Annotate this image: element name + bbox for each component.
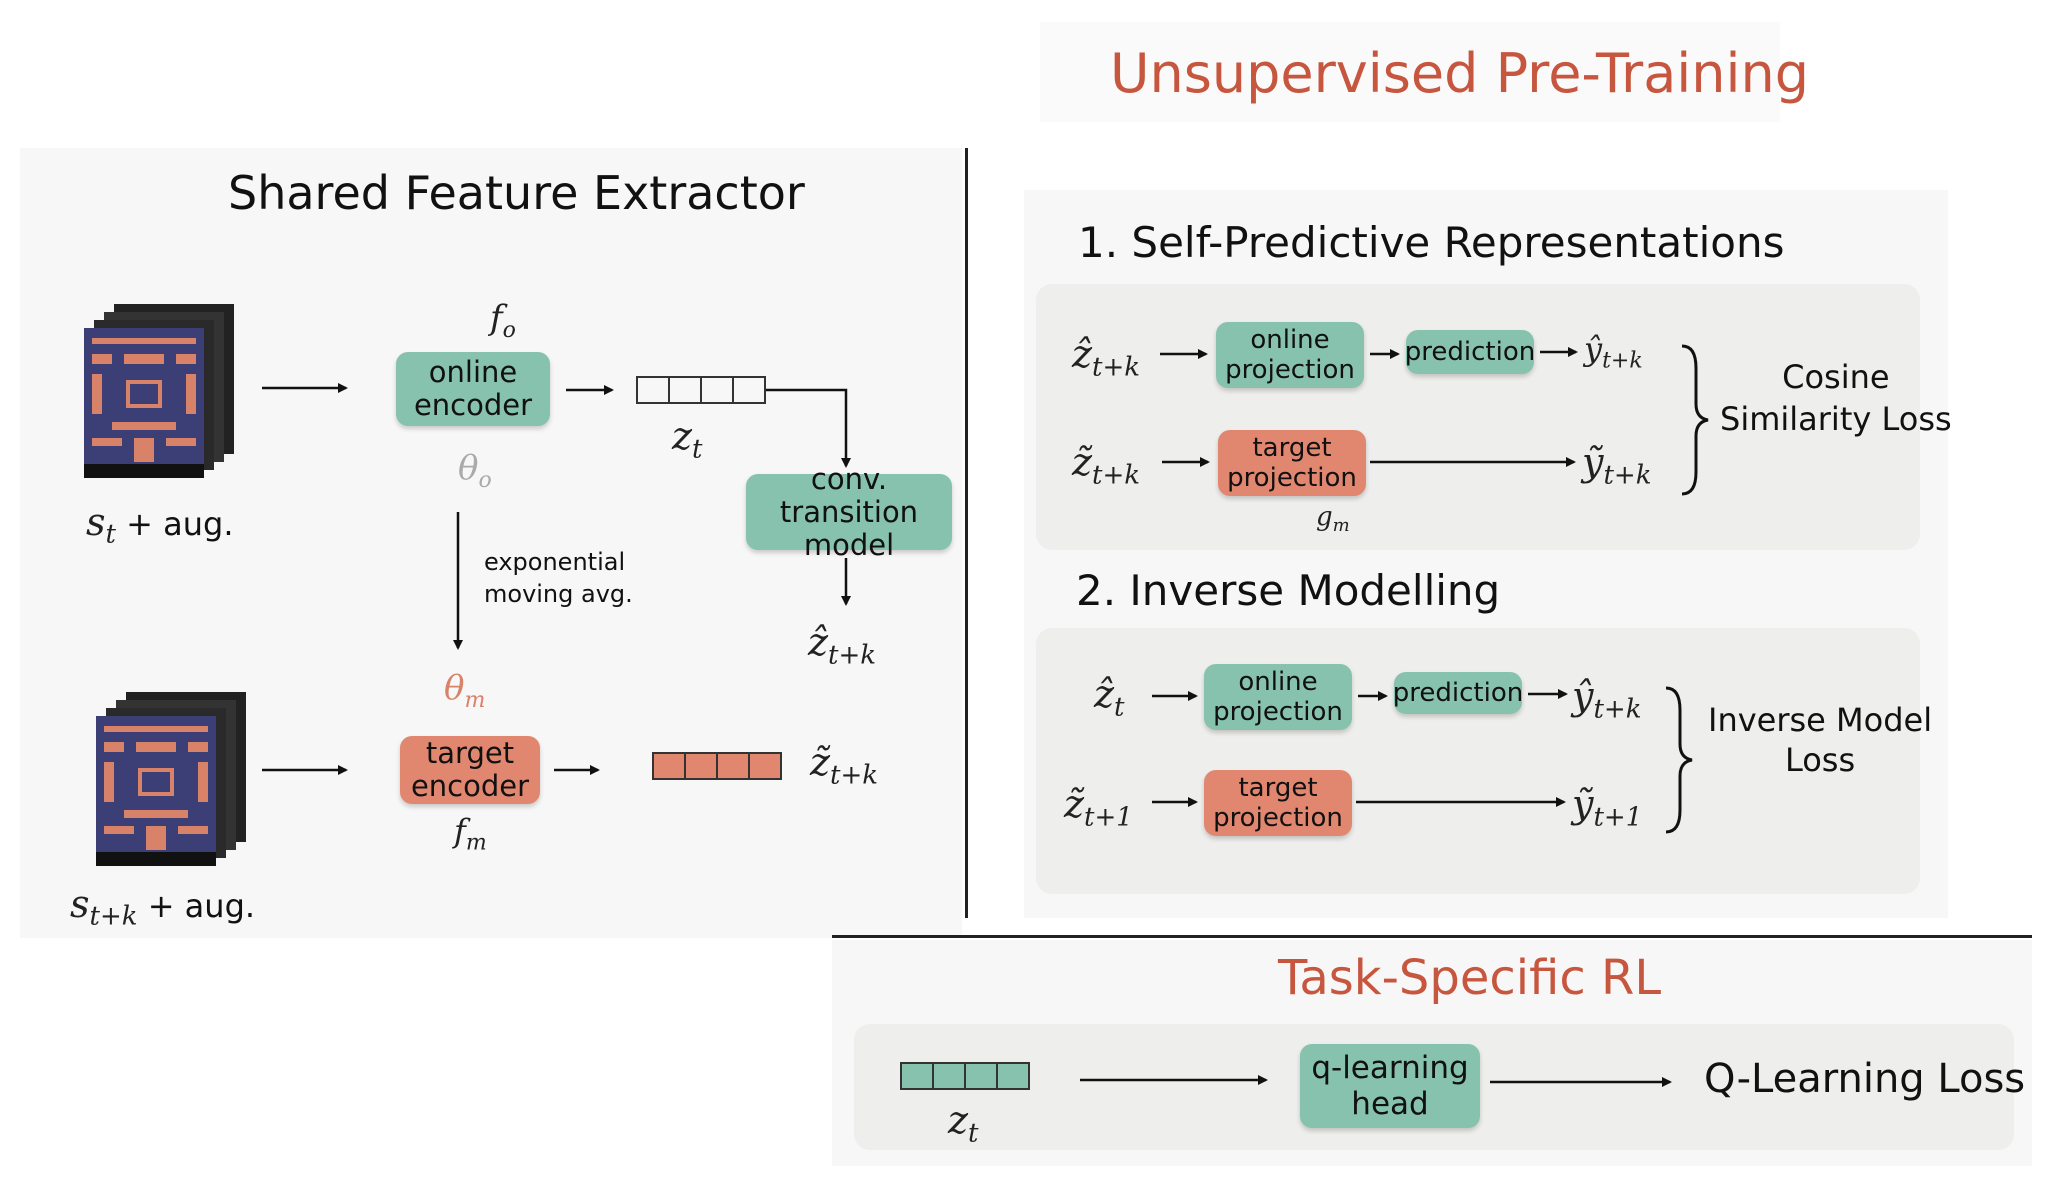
rl-divider [832,935,2032,938]
state-t-suffix: + aug. [115,505,234,543]
inverse-online-projection: online projection [1204,664,1352,730]
spr-output-bottom-subscript: t+k [1603,460,1652,491]
inverse-output-bottom: ỹt+1 [1572,782,1642,833]
inverse-input-top-subscript: t [1114,692,1125,723]
ema-label: exponential moving avg. [484,548,633,608]
pretraining-title: Unsupervised Pre-Training [1110,42,1810,105]
spr-output-bottom-symbol: ỹ [1582,440,1604,484]
spr-input-top-symbol: ẑ [1072,332,1093,376]
spr-loss-label: Cosine Similarity Loss [1720,358,1952,438]
inverse-loss-label: Inverse Model Loss [1708,701,1933,779]
arrow-z-to-transition [766,388,851,468]
z-tilde-tk-subscript: t+k [830,760,879,791]
latent-vector-online [636,376,766,404]
inverse-input-top-symbol: ẑ [1094,672,1115,716]
f-o-symbol: f [490,298,503,338]
inverse-input-top: ẑt [1094,672,1124,723]
latent-vector-target [652,752,782,780]
z-tilde-tk-symbol: z̃ [810,740,831,784]
divider-vertical [965,148,968,918]
z-t-label: zt [672,414,702,465]
spr-output-top-subscript: t+k [1602,348,1643,374]
spr-output-top: ŷt+k [1584,330,1643,373]
spr-input-bottom-subscript: t+k [1092,460,1141,491]
spr-g-m-symbol: g [1316,502,1333,532]
z-hat-tk-label: ẑt+k [808,620,876,671]
game-frame-stack-top [84,304,244,488]
inverse-output-top-symbol: ŷ [1572,674,1594,718]
spr-input-bottom: z̃t+k [1072,440,1140,491]
theta-m-subscript: m [464,687,486,713]
inverse-output-top: ŷt+k [1572,674,1641,725]
inverse-input-bottom: z̃t+1 [1064,782,1133,833]
theta-m-symbol: θ [444,668,465,708]
f-m-label: fm [454,812,487,855]
inverse-title: 2. Inverse Modelling [1076,566,1501,615]
theta-o-subscript: o [478,467,492,493]
q-learning-head-box: q-learning head [1300,1044,1480,1128]
inverse-input-bottom-symbol: z̃ [1064,782,1085,826]
state-tk-subscript: t+k [89,901,138,932]
spr-output-bottom: ỹt+k [1582,440,1651,491]
z-hat-tk-subscript: t+k [828,640,877,671]
spr-output-top-symbol: ŷ [1584,330,1603,368]
spr-brace [1681,344,1709,496]
state-tk-symbol: s [70,882,90,926]
f-o-subscript: o [502,317,516,343]
rl-latent-vector [900,1062,1030,1090]
state-tk-label: st+k + aug. [70,882,255,931]
theta-o-label: θo [458,448,492,493]
game-frame-stack-bottom [96,692,256,876]
spr-g-m-subscript: m [1332,515,1350,537]
inverse-output-bottom-symbol: ỹ [1572,782,1594,826]
spr-title: 1. Self-Predictive Representations [1078,218,1785,267]
extractor-title: Shared Feature Extractor [228,166,805,220]
spr-target-projection: target projection [1218,430,1366,496]
f-m-symbol: f [454,812,466,850]
target-encoder-box: target encoder [400,736,540,804]
f-m-subscript: m [465,830,487,856]
state-t-subscript: t [105,519,116,550]
state-t-symbol: s [86,500,106,544]
spr-prediction: prediction [1405,330,1535,374]
spr-box [1036,284,1920,550]
z-tilde-tk-label: z̃t+k [810,740,878,791]
state-tk-suffix: + aug. [137,887,256,925]
inverse-input-bottom-subscript: t+1 [1084,802,1133,833]
z-hat-tk-symbol: ẑ [808,620,829,664]
inverse-brace [1665,686,1693,834]
theta-m-label: θm [444,668,485,713]
rl-z-t-subscript: t [968,1118,979,1149]
inverse-output-top-subscript: t+k [1593,694,1642,725]
state-t-label: st + aug. [86,500,234,549]
inverse-prediction: prediction [1393,672,1523,714]
rl-z-t-label: zt [948,1098,978,1149]
online-encoder-box: online encoder [396,352,550,426]
q-learning-loss-label: Q-Learning Loss [1704,1056,2026,1102]
f-o-label: fo [490,298,516,343]
spr-input-top: ẑt+k [1072,332,1140,383]
rl-z-t-symbol: z [948,1098,969,1142]
spr-online-projection: online projection [1216,322,1364,388]
z-t-subscript: t [692,434,703,465]
spr-input-bottom-symbol: z̃ [1072,440,1093,484]
pretraining-title-box [1040,22,1780,122]
inverse-output-bottom-subscript: t+1 [1593,802,1643,833]
z-t-symbol: z [672,414,693,458]
rl-title: Task-Specific RL [1278,950,1662,1006]
spr-input-top-subscript: t+k [1092,352,1141,383]
theta-o-symbol: θ [458,448,479,488]
spr-g-m-label: gm [1316,502,1350,536]
inverse-target-projection: target projection [1204,770,1352,836]
